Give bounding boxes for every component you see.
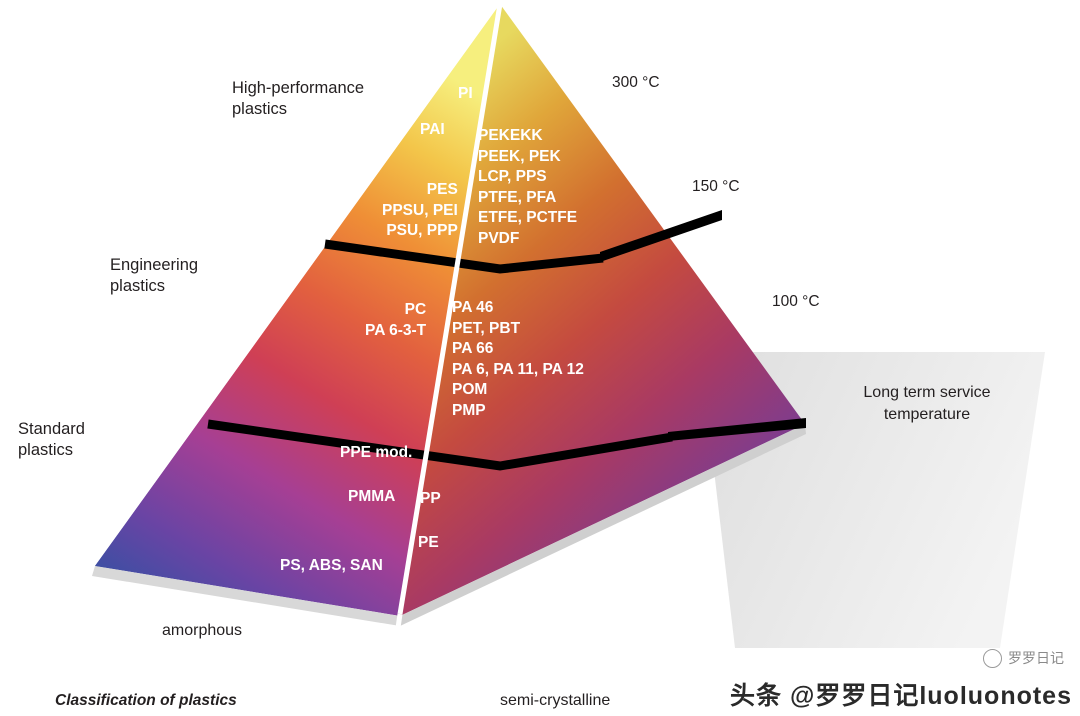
plastic-label-pekekk: PEKEKK <box>478 127 543 144</box>
plastic-group-engineering-semicrystalline: PA 46 PET, PBT PA 66 PA 6, PA 11, PA 12 … <box>452 298 584 421</box>
watermark-badge-text: 罗罗日记 <box>1008 650 1064 666</box>
plastic-label-psu-ppp: PSU, PPP <box>386 222 458 239</box>
center-split-line <box>397 3 503 615</box>
watermark-logo-icon <box>983 648 1002 668</box>
center-split-line-foot <box>395 613 403 629</box>
divider-standard-engineering <box>207 419 673 471</box>
category-label-high-performance-line1: High-performance <box>232 79 365 97</box>
plastic-label-ppsu-pei: PPSU, PEI <box>382 201 458 219</box>
plastic-label-pa66: PA 66 <box>452 340 494 357</box>
plastic-label-pe: PE <box>418 534 439 551</box>
axis-label-amorphous: amorphous <box>162 622 243 639</box>
watermark-badge: 罗罗日记 <box>983 648 1064 668</box>
side-note-line1: Long term service temperature <box>863 384 991 423</box>
watermark-text: 头条 @罗罗日记luoluonotes <box>730 682 1072 710</box>
divider-step-right-lower <box>668 418 806 441</box>
temperature-label-150c: 150 °C <box>692 178 740 195</box>
category-label-engineering-line2: plastics <box>110 277 166 295</box>
plastic-label-peek-pek: PEEK, PEK <box>478 147 561 165</box>
plastic-label-pa-6-3-t: PA 6-3-T <box>365 321 427 339</box>
axis-label-semi-crystalline: semi-crystalline <box>500 692 611 709</box>
plastic-label-pi: PI <box>458 85 473 102</box>
plastic-label-pa6-pa11-pa12: PA 6, PA 11, PA 12 <box>452 360 584 378</box>
category-label-engineering-line1: Engineering <box>110 256 199 274</box>
category-label-standard-line1: Standard <box>18 420 85 438</box>
divider-step-right-upper <box>600 210 722 262</box>
plastic-label-pai: PAI <box>420 121 445 138</box>
plastic-group-engineering-amorphous: PC PA 6-3-T <box>365 300 426 341</box>
figure-caption: Classification of plastics <box>55 692 237 709</box>
plastic-group-high-performance-amorphous: PES PPSU, PEI PSU, PPP <box>382 180 458 242</box>
plastic-label-pmp: PMP <box>452 401 486 419</box>
divider-engineering-highperformance <box>324 239 604 274</box>
plastic-label-pom: POM <box>452 381 488 398</box>
plastic-label-etfe-pctfe: ETFE, PCTFE <box>478 209 578 226</box>
category-label-high-performance: High-performance plastics <box>232 78 412 120</box>
category-label-standard: Standard plastics <box>18 419 168 461</box>
category-label-engineering: Engineering plastics <box>110 255 280 297</box>
base-edge-left <box>92 566 400 626</box>
plastic-label-pes: PES <box>426 181 458 198</box>
category-label-standard-line2: plastics <box>18 441 74 459</box>
plastic-label-pmma: PMMA <box>348 488 396 505</box>
plastic-group-high-performance-semicrystalline: PEKEKK PEEK, PEK LCP, PPS PTFE, PFA ETFE… <box>478 126 577 249</box>
plastic-label-pet-pbt: PET, PBT <box>452 319 521 337</box>
plastic-label-ps-abs-san: PS, ABS, SAN <box>280 557 383 574</box>
temperature-label-100c: 100 °C <box>772 293 820 310</box>
plastic-label-pc: PC <box>404 301 427 318</box>
plastic-label-pp: PP <box>420 490 441 507</box>
plastic-label-ppe-mod: PPE mod. <box>340 444 413 461</box>
category-label-high-performance-line2: plastics <box>232 100 288 118</box>
plastic-label-pa46: PA 46 <box>452 299 494 316</box>
plastic-label-lcp-pps: LCP, PPS <box>478 168 547 185</box>
base-edge-right <box>400 424 806 626</box>
plastic-label-pvdf: PVDF <box>478 229 520 247</box>
pyramid-left-plane <box>95 4 500 616</box>
side-note-long-term-service-temperature: Long term service temperature <box>822 382 1032 426</box>
plastic-label-ptfe-pfa: PTFE, PFA <box>478 188 557 206</box>
temperature-label-300c: 300 °C <box>612 74 660 91</box>
